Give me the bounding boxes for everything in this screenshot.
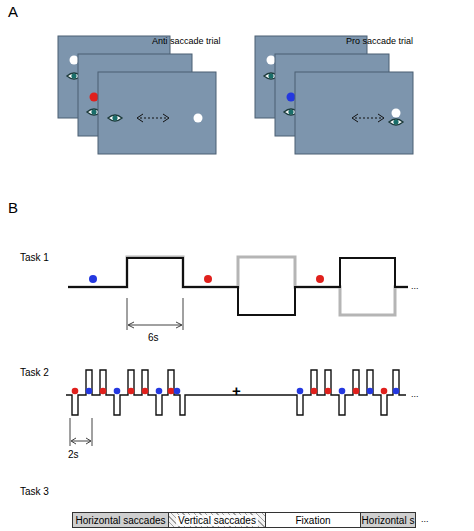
- task1-waveform: [68, 257, 408, 330]
- anti-saccade-screens: [58, 36, 216, 154]
- figure-label: A: [8, 4, 18, 19]
- figure-label: ...: [411, 390, 419, 399]
- figure-label: ...: [411, 282, 419, 291]
- band-label: Vertical saccades: [176, 515, 258, 526]
- band-label: Fixation: [295, 515, 330, 526]
- figure-label: B: [8, 200, 18, 215]
- figure-label: Task 1: [20, 253, 49, 263]
- task2-waveform: [66, 370, 406, 446]
- pro-saccade-screens: [255, 36, 413, 154]
- figure-label: Task 3: [20, 487, 49, 497]
- task-band: Vertical saccades: [168, 512, 266, 528]
- band-label: Horizontal saccades: [75, 515, 165, 526]
- figure-label: 6s: [148, 333, 159, 343]
- figure-label: Anti saccade trial: [152, 37, 221, 46]
- figure-label: +: [232, 383, 241, 398]
- figure-label: ...: [421, 515, 429, 524]
- task-band: Fixation: [265, 512, 361, 528]
- task-band: Horizontal saccades: [72, 512, 169, 528]
- figure-label: Pro saccade trial: [346, 37, 413, 46]
- figure-label: 2s: [68, 450, 79, 460]
- band-label: Horizontal s: [362, 515, 415, 526]
- task-band: Horizontal s: [360, 512, 416, 528]
- figure-label: Task 2: [20, 368, 49, 378]
